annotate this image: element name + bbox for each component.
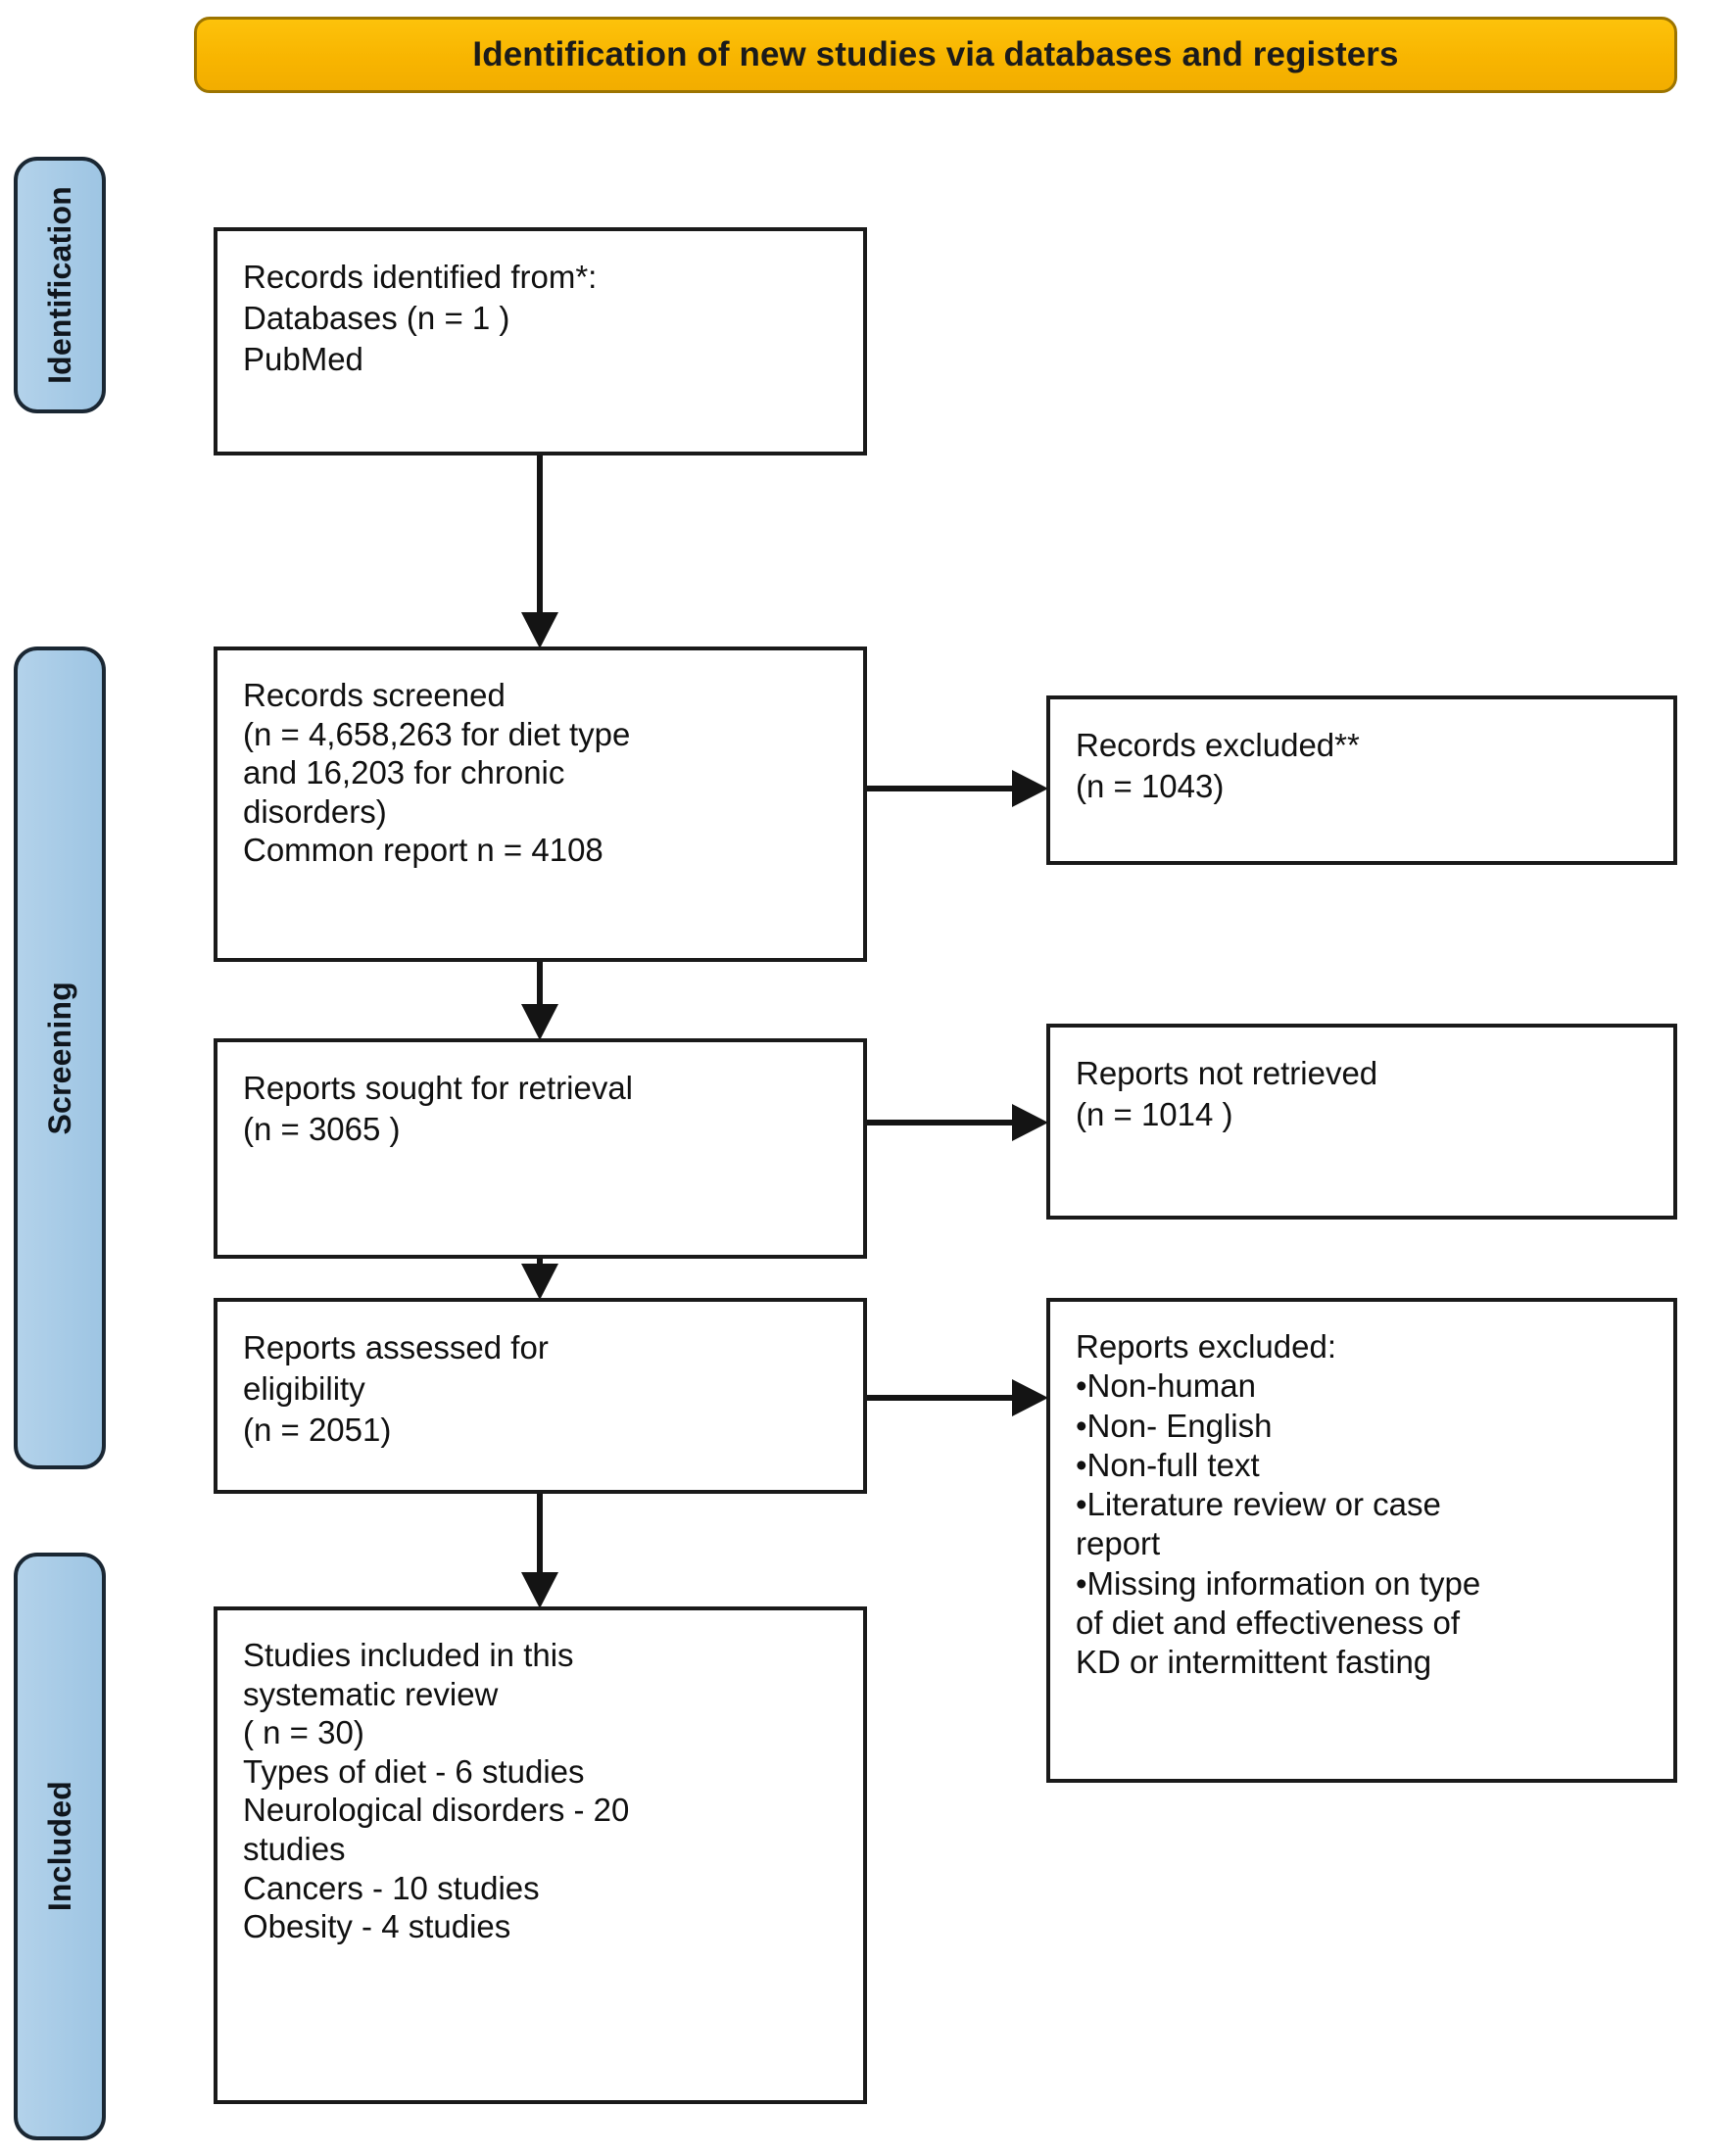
arrowhead-sought-to-not-retrieved [1012,1104,1048,1141]
box-records-screened: Records screened (n = 4,658,263 for diet… [214,646,867,962]
diagram-header-banner: Identification of new studies via databa… [194,17,1677,93]
arrowhead-sought-to-assessed [521,1264,558,1300]
arrowhead-identified-to-screened [521,612,558,648]
box-records-screened-text: Records screened (n = 4,658,263 for diet… [243,677,631,869]
stage-label-included: Included [14,1553,106,2140]
diagram-title: Identification of new studies via databa… [472,34,1399,73]
box-reports-assessed-for-eligibility: Reports assessed for eligibility (n = 20… [214,1298,867,1494]
box-records-identified: Records identified from*: Databases (n =… [214,227,867,455]
stage-label-identification: Identification [14,157,106,413]
stage-label-screening: Screening [14,646,106,1469]
box-reports-assessed-for-eligibility-text: Reports assessed for eligibility (n = 20… [243,1329,549,1449]
box-studies-included-text: Studies included in this systematic revi… [243,1637,630,1945]
arrowhead-screened-to-sought [521,1004,558,1040]
arrowhead-assessed-to-reports-excluded [1012,1379,1048,1416]
box-reports-sought-for-retrieval-text: Reports sought for retrieval (n = 3065 ) [243,1070,634,1148]
box-reports-not-retrieved-text: Reports not retrieved (n = 1014 ) [1076,1055,1378,1133]
box-records-excluded: Records excluded** (n = 1043) [1046,695,1677,865]
box-reports-excluded: Reports excluded: •Non-human •Non- Engli… [1046,1298,1677,1783]
box-reports-excluded-text: Reports excluded: •Non-human •Non- Engli… [1076,1328,1481,1680]
stage-label-identification-text: Identification [41,186,77,384]
box-records-excluded-text: Records excluded** (n = 1043) [1076,727,1360,805]
arrowhead-assessed-to-included [521,1572,558,1608]
arrowhead-screened-to-records-excluded [1012,770,1048,807]
box-studies-included: Studies included in this systematic revi… [214,1606,867,2104]
stage-label-included-text: Included [41,1781,77,1912]
box-records-identified-text: Records identified from*: Databases (n =… [243,259,598,378]
box-reports-not-retrieved: Reports not retrieved (n = 1014 ) [1046,1024,1677,1220]
stage-label-screening-text: Screening [41,981,77,1135]
box-reports-sought-for-retrieval: Reports sought for retrieval (n = 3065 ) [214,1038,867,1259]
